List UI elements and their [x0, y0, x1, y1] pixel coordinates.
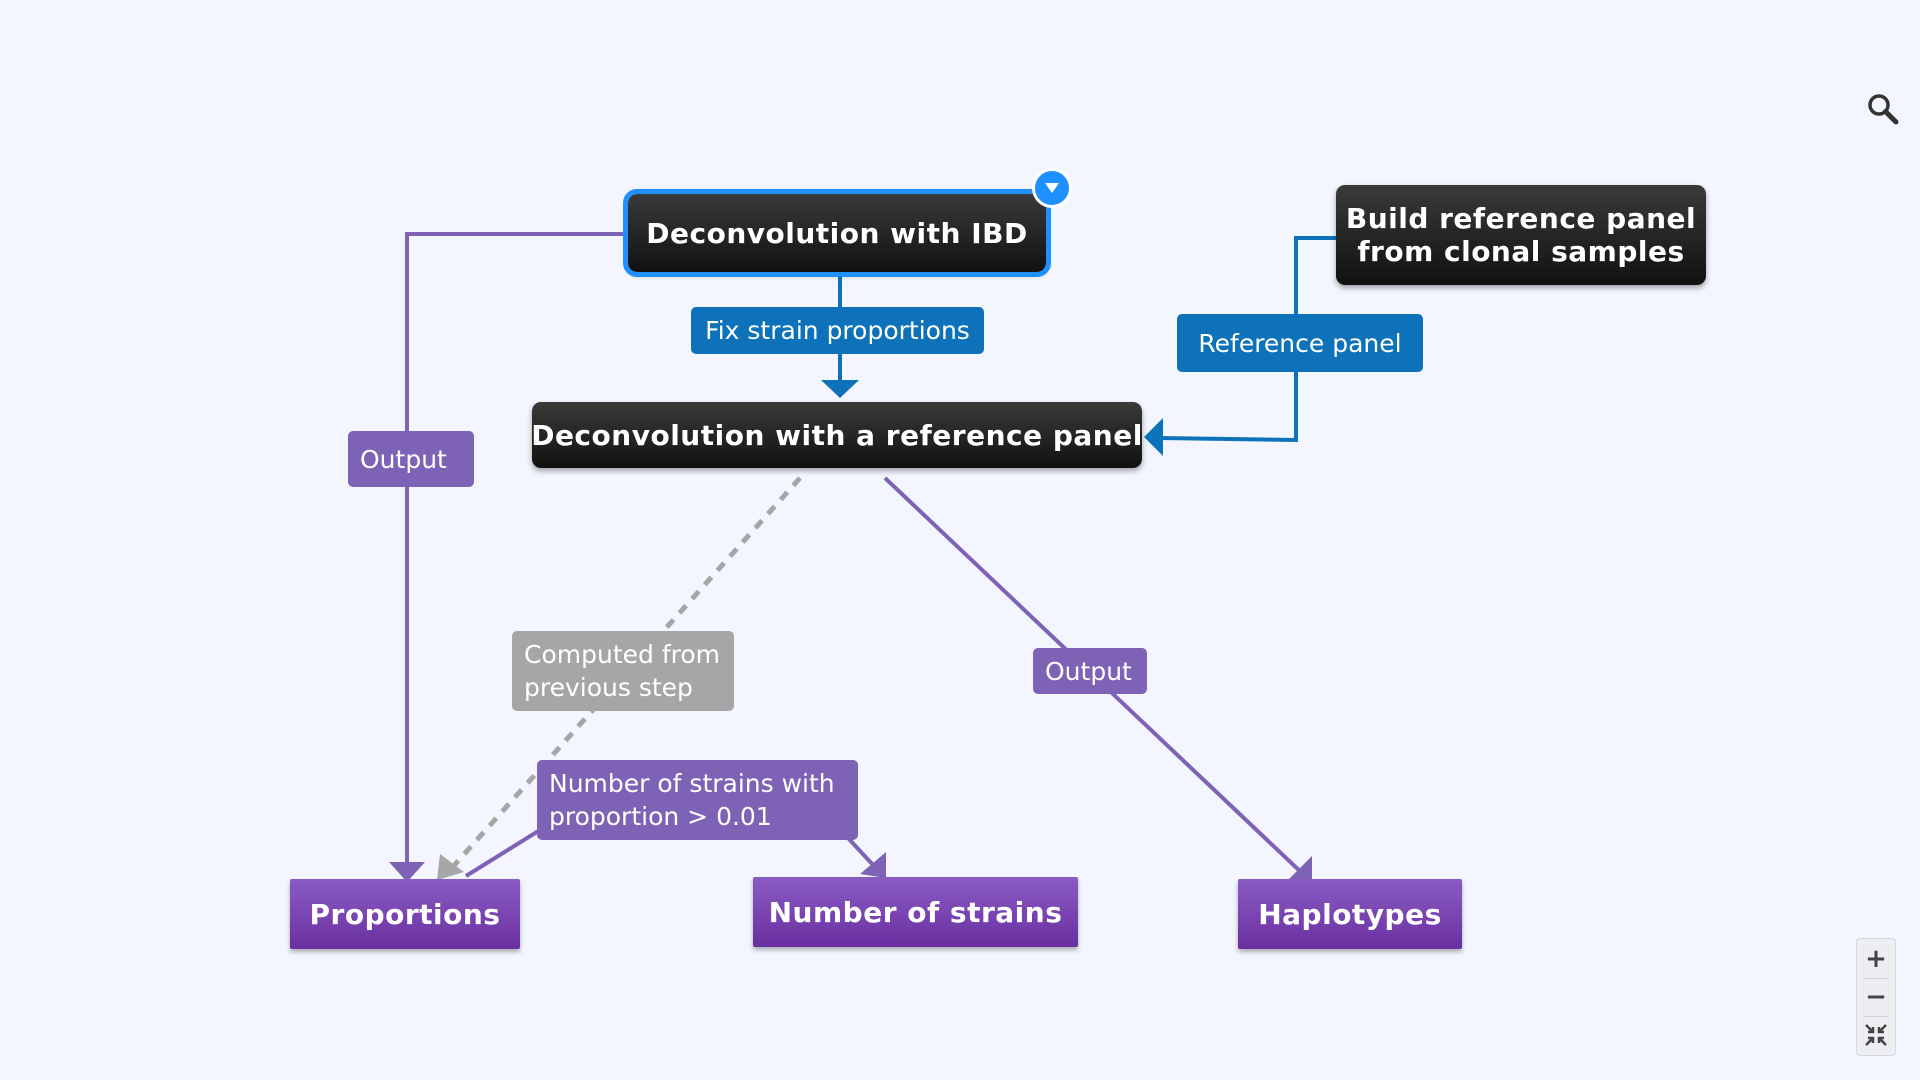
edge-label-computed-from-previous-step[interactable]: Computed from previous step [512, 631, 734, 711]
node-menu-toggle[interactable] [1032, 168, 1072, 208]
node-number-of-strains[interactable]: Number of strains [753, 877, 1078, 947]
arrowhead-refdeconv-top [821, 380, 859, 398]
arrowhead-refdeconv-right [1144, 418, 1163, 456]
arrowhead-haplotypes [1288, 856, 1312, 880]
node-deconvolution-reference-panel[interactable]: Deconvolution with a reference panel [531, 402, 1143, 468]
zoom-in-icon: + [1865, 944, 1887, 974]
edge-refdeconv-to-proportions [448, 476, 802, 872]
edge-label-output-left[interactable]: Output [348, 431, 474, 487]
edge-strains-to-proportions [464, 828, 542, 878]
edge-label-output-right-text: Output [1045, 656, 1132, 686]
edge-label-fix-strain-proportions[interactable]: Fix strain proportions [691, 307, 984, 354]
edge-label-computed-line1: Computed from [524, 640, 720, 669]
zoom-out-icon: − [1865, 982, 1887, 1012]
zoom-in-button[interactable]: + [1857, 941, 1895, 977]
edge-label-strains-line1: Number of strains with [549, 769, 835, 798]
edge-label-output-right[interactable]: Output [1033, 648, 1147, 694]
node-haplotypes[interactable]: Haplotypes [1238, 879, 1462, 949]
node-number-of-strains-label: Number of strains [768, 895, 1063, 929]
edge-label-computed-line2: previous step [524, 673, 693, 702]
edge-ibd-to-proportions [405, 232, 628, 868]
search-icon[interactable] [1866, 92, 1900, 126]
node-deconvolution-reference-panel-label: Deconvolution with a reference panel [531, 418, 1143, 452]
zoom-out-button[interactable]: − [1857, 979, 1895, 1015]
dropdown-arrow-icon [1045, 183, 1059, 193]
node-build-reference-line1: Build reference panel [1345, 202, 1697, 235]
node-deconvolution-ibd[interactable]: Deconvolution with IBD [623, 189, 1051, 277]
arrowhead-proportions-left [389, 862, 425, 882]
node-deconvolution-ibd-label: Deconvolution with IBD [646, 216, 1028, 250]
edge-label-strains-line2: proportion > 0.01 [549, 802, 772, 831]
edge-label-reference-panel-text: Reference panel [1198, 328, 1402, 358]
arrowhead-proportions-gray [437, 854, 464, 880]
fit-to-screen-icon [1865, 1024, 1887, 1046]
edge-label-reference-panel[interactable]: Reference panel [1177, 314, 1423, 372]
zoom-divider-2 [1863, 1016, 1889, 1017]
node-build-reference-line2: from clonal samples [1357, 235, 1685, 268]
node-build-reference-panel[interactable]: Build reference panel from clonal sample… [1336, 185, 1706, 285]
edge-label-number-of-strains-with-proportion[interactable]: Number of strains with proportion > 0.01 [537, 760, 858, 840]
fit-to-screen-button[interactable] [1857, 1017, 1895, 1053]
zoom-controls: + − [1856, 938, 1896, 1056]
arrowhead-numstrains [860, 852, 886, 878]
node-proportions[interactable]: Proportions [290, 879, 520, 949]
node-pointer-notch [828, 258, 852, 272]
edge-label-fix-strain-proportions-text: Fix strain proportions [705, 316, 970, 345]
edge-label-output-left-text: Output [360, 444, 447, 474]
zoom-divider [1863, 978, 1889, 979]
edge-strains-to-numstrains [846, 836, 876, 868]
node-proportions-label: Proportions [309, 897, 501, 931]
node-haplotypes-label: Haplotypes [1258, 897, 1442, 931]
